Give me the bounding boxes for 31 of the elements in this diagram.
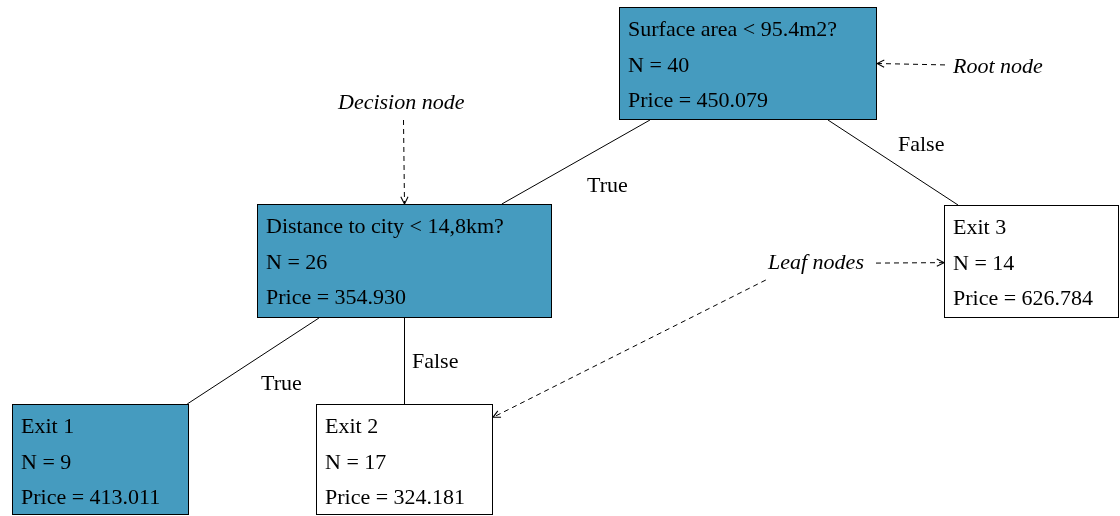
node-text: Price = 450.079 (628, 86, 769, 114)
node-text: Price = 626.784 (953, 284, 1094, 312)
node-text: N = 9 (21, 447, 72, 476)
node-text: Distance to city < 14,8km? (266, 212, 504, 240)
node-text: Exit 1 (21, 412, 75, 440)
dashed-arrow (492, 279, 767, 418)
annotation-label: Leaf nodes (768, 248, 864, 276)
node-text: Price = 413.011 (21, 483, 161, 511)
dashed-arrow (875, 258, 945, 267)
node-text: Price = 324.181 (325, 483, 466, 511)
node-text: N = 17 (325, 447, 387, 476)
node-text: N = 26 (266, 247, 328, 276)
leaf-node-box (316, 404, 493, 515)
dashed-arrow (876, 59, 946, 68)
node-text: Exit 3 (953, 213, 1007, 241)
annotation-label: Root node (953, 52, 1043, 80)
connector-line (186, 317, 320, 405)
node-text: Exit 2 (325, 412, 379, 440)
decision-node-box (12, 404, 189, 515)
annotation-label: Decision node (338, 88, 465, 116)
leaf-node-box (944, 205, 1119, 318)
node-text: N = 40 (628, 50, 690, 79)
connector-line (404, 317, 405, 405)
node-text: Surface area < 95.4m2? (628, 15, 838, 43)
decision-node-box (257, 204, 552, 318)
node-text: Price = 354.930 (266, 283, 407, 311)
node-text: N = 14 (953, 248, 1015, 277)
connector-line (501, 119, 651, 205)
connector-line (827, 119, 959, 206)
decision-node-box (619, 7, 877, 120)
dashed-arrow (400, 119, 409, 205)
